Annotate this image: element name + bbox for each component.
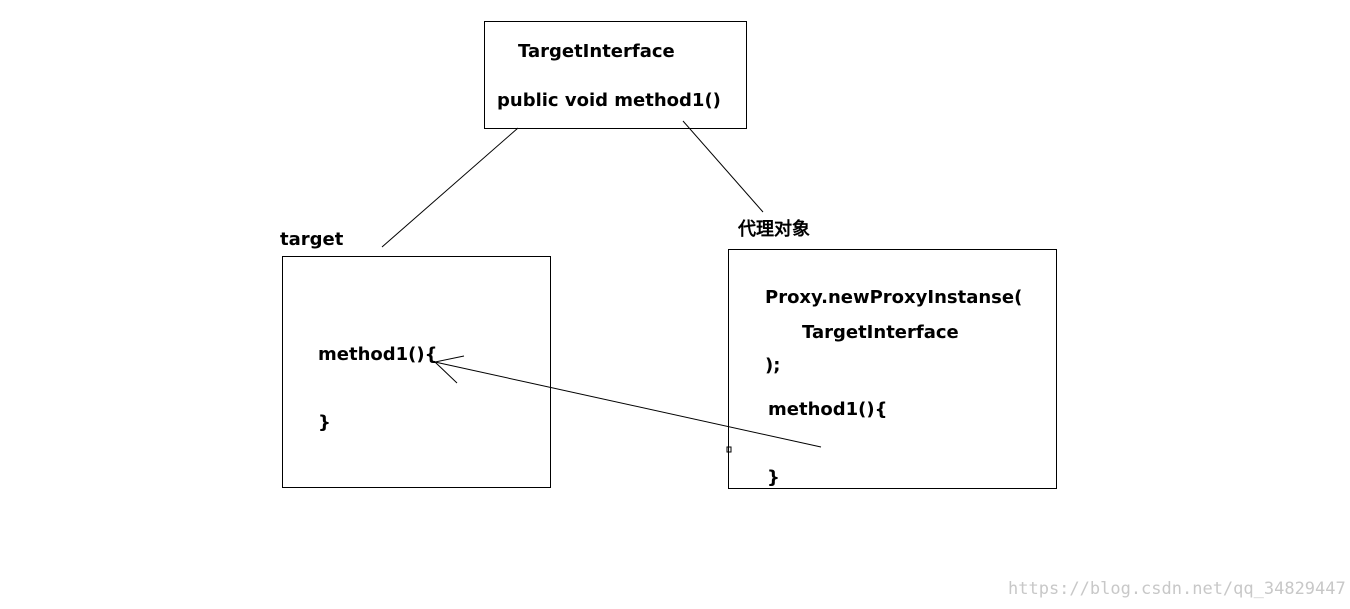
interface-method: public void method1() [497,90,721,111]
proxy-to-target-arrow-head [433,355,465,384]
proxy-call-line3: ); [765,355,781,376]
target-method-open: method1(){ [318,344,438,365]
watermark-url: https://blog.csdn.net/qq_34829447 [1008,579,1346,599]
small-square-marker [726,446,732,453]
proxy-call-line2: TargetInterface [802,322,959,343]
target-method-close: } [318,412,331,433]
proxy-call-line1: Proxy.newProxyInstanse( [765,287,1023,308]
target-box [282,256,551,488]
interface-to-target-line [381,127,519,248]
proxy-to-target-arrow-shaft [434,361,822,448]
proxy-box [728,249,1057,489]
interface-title: TargetInterface [518,41,675,62]
target-label: target [280,229,344,250]
proxy-method-open: method1(){ [768,399,888,420]
interface-box [484,21,747,129]
proxy-label: 代理对象 [738,219,810,240]
interface-to-proxy-line [682,120,764,213]
proxy-method-close: } [767,467,780,488]
